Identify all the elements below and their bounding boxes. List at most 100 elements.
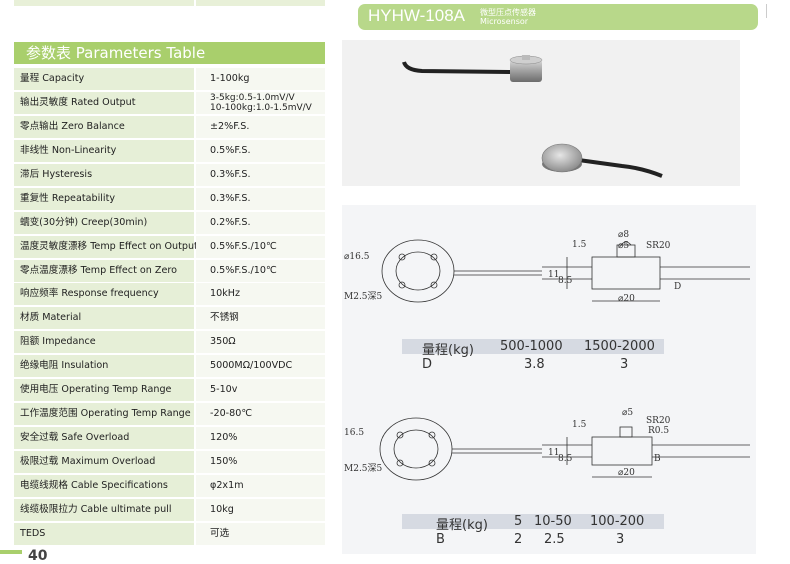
dim-value: 2.5: [544, 532, 565, 547]
param-name: 极限过载 Maximum Overload: [14, 451, 194, 473]
param-value-line1: 3-5kg:0.5-1.0mV/V: [210, 92, 295, 103]
product-subtitle-cn: 微型压点传感器: [480, 8, 536, 17]
dim-1-5: 1.5: [572, 420, 587, 430]
drawing-2-geometry: [379, 417, 750, 481]
product-photo: [342, 40, 740, 186]
range-table-1: 量程(kg) 500-1000 1500-2000 D 3.8 3: [342, 339, 756, 372]
product-title-banner: HYHW-108A 微型压点传感器 Microsensor: [358, 4, 758, 30]
dim-8-5: 8.5: [558, 276, 573, 286]
param-name: 绝缘电阻 Insulation: [14, 355, 194, 378]
dim-label: B: [436, 532, 445, 547]
param-name: 零点温度漂移 Temp Effect on Zero: [14, 259, 194, 282]
param-value: 0.2%F.S.: [196, 211, 325, 234]
param-name: 零点输出 Zero Balance: [14, 115, 194, 138]
param-value: 5000MΩ/100VDC: [196, 355, 325, 378]
dim-label: D: [422, 357, 433, 372]
param-value: 0.3%F.S.: [196, 163, 325, 186]
drawing-1-geometry: [381, 239, 750, 303]
page-number: 40: [28, 548, 48, 564]
param-name: 非线性 Non-Linearity: [14, 139, 194, 162]
drawing-1-labels: ⌀16.5 M2.5深5 ⌀8 ⌀5 SR20 1.5 11 8.5 ⌀20 D: [344, 230, 681, 304]
param-name: 阻额 Impedance: [14, 331, 194, 354]
table-row: 蠕变(30分钟) Creep(30min)0.2%F.S.: [14, 211, 325, 234]
param-name: 工作温度范围 Operating Temp Range: [14, 403, 194, 426]
param-value: 1-100kg: [196, 68, 325, 90]
dim-value: 3: [616, 532, 625, 547]
range-table-2: 量程(kg) 5 10-50 100-200 B 2 2.5 3: [342, 514, 756, 548]
dim-diameter-20: ⌀20: [618, 294, 635, 304]
product-subtitle-en: Microsensor: [480, 17, 529, 26]
dim-sr20: SR20: [646, 241, 671, 251]
dim-11: 11: [548, 448, 559, 458]
dim-value: 3: [620, 357, 629, 372]
dim-11: 11: [548, 270, 559, 280]
param-name: 使用电压 Operating Temp Range: [14, 379, 194, 402]
param-name: 滞后 Hysteresis: [14, 163, 194, 186]
range-band-2: [402, 514, 664, 529]
dim-diameter-8: ⌀8: [618, 230, 629, 240]
range-value: 1500-2000: [584, 339, 655, 354]
param-value: 0.5%F.S./10℃: [196, 235, 325, 258]
range-value: 100-200: [590, 514, 645, 529]
dimension-drawing: ⌀16.5 M2.5深5 ⌀8 ⌀5 SR20 1.5 11 8.5 ⌀20 D: [344, 230, 750, 481]
drawing-2-labels: 16.5 M2.5深5 ⌀5 SR20 R0.5 1.5 11 8.5 ⌀20 …: [344, 408, 671, 478]
param-value: 0.5%F.S.: [196, 139, 325, 162]
dim-screw: M2.5深5: [344, 463, 383, 474]
cut-row-name: [14, 0, 194, 6]
dim-screw: M2.5深5: [344, 291, 383, 302]
dim-1-5: 1.5: [572, 240, 587, 250]
param-value: 10kHz: [196, 283, 325, 306]
dim-b: B: [654, 454, 661, 464]
range-value: 5: [514, 514, 523, 529]
param-name: 响应频率 Response frequency: [14, 283, 194, 306]
param-value: 120%: [196, 427, 325, 450]
cut-row-value: [196, 0, 325, 6]
dim-r0-5: R0.5: [648, 426, 669, 436]
param-value-line2: 10-100kg:1.0-1.5mV/V: [210, 102, 312, 113]
product-model: HYHW-108A: [368, 6, 465, 25]
technical-drawing: ⌀16.5 M2.5深5 ⌀8 ⌀5 SR20 1.5 11 8.5 ⌀20 D: [342, 205, 756, 554]
range-label: 量程(kg): [436, 518, 488, 533]
param-value: 0.5%F.S./10℃: [196, 259, 325, 282]
range-band-1: [402, 339, 664, 354]
dim-value: 3.8: [524, 357, 545, 372]
param-name: 线缆极限拉力 Cable ultimate pull: [14, 498, 194, 521]
sensor-photo-illustration: [402, 55, 663, 178]
dim-value: 2: [514, 532, 523, 547]
param-value: 10kg: [196, 498, 325, 521]
dim-diameter-5: ⌀5: [618, 241, 629, 251]
param-name: 温度灵敏度漂移 Temp Effect on Output: [14, 235, 198, 258]
page-number-bar: [0, 550, 22, 554]
param-value: φ2x1m: [196, 474, 325, 497]
parameters-table-header: 参数表 Parameters Table: [14, 42, 325, 64]
param-value: ±2%F.S.: [196, 115, 325, 138]
param-value: -20-80℃: [196, 403, 325, 426]
divider: [766, 4, 767, 18]
range-value: 10-50: [534, 514, 572, 529]
table-row: 工作温度范围 Operating Temp Range-20-80℃: [14, 403, 325, 426]
param-name: 材质 Material: [14, 307, 194, 330]
param-value: 不锈钢: [196, 307, 325, 330]
param-value: 可选: [196, 522, 325, 545]
range-value: 500-1000: [500, 339, 563, 354]
param-name: 量程 Capacity: [14, 68, 194, 90]
param-name: 安全过载 Safe Overload: [14, 427, 194, 450]
param-value: 150%: [196, 451, 325, 473]
param-value: 0.3%F.S.: [196, 187, 325, 210]
